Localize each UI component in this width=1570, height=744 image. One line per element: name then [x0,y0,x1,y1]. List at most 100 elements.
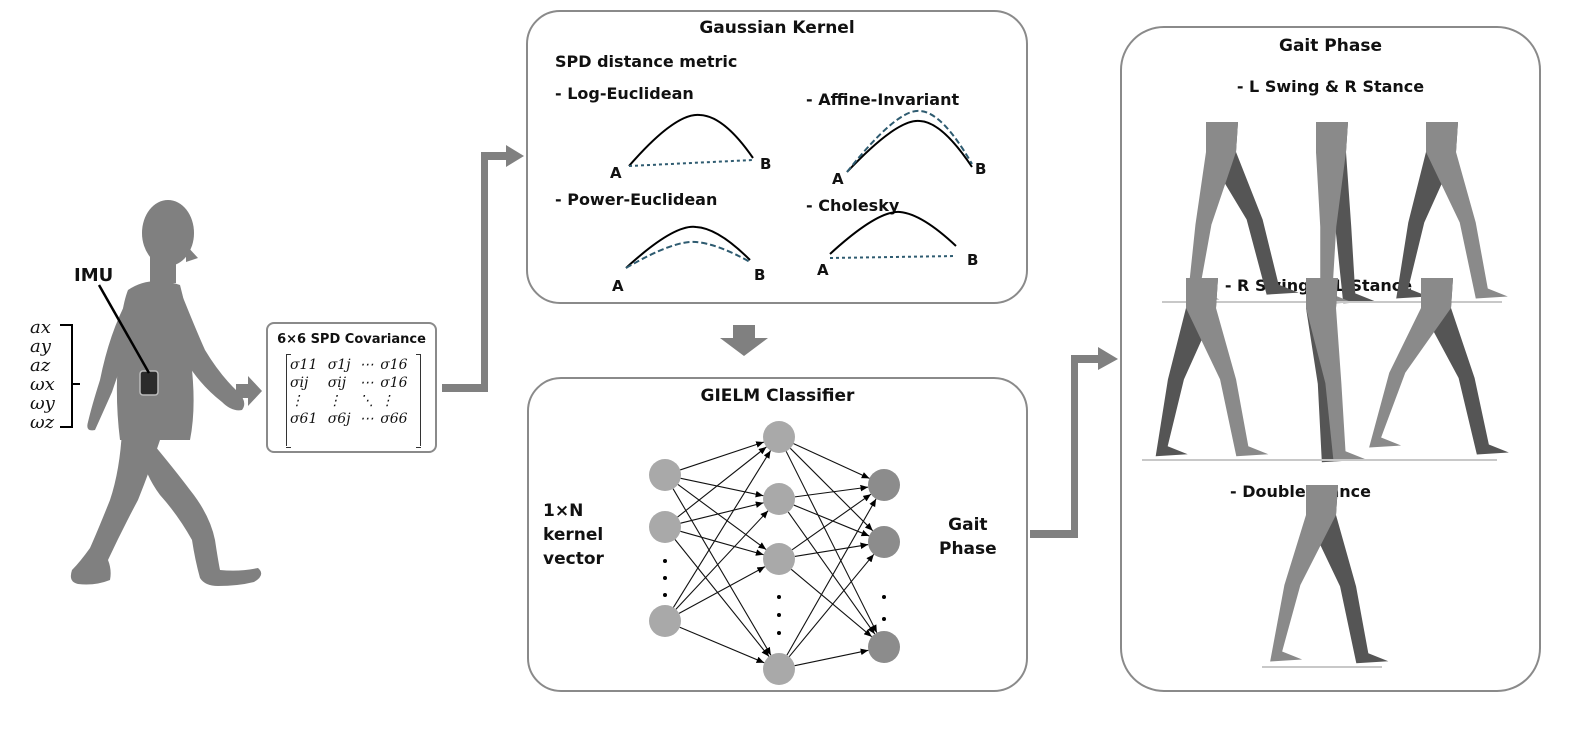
network-edge [790,568,873,638]
metric-log-euclidean: - Log-Euclidean [555,84,694,103]
leg-figure [1382,122,1508,303]
classifier-title: GIELM Classifier [700,386,855,406]
network-edge [793,443,870,479]
covariance-title: 6×6 SPD Covariance [277,332,426,347]
matrix-row: ⋮⋮⋱⋮ [290,393,395,409]
metric-cholesky: - Cholesky [806,196,900,215]
network-edge [787,511,876,635]
metric-power-euclidean: - Power-Euclidean [555,190,718,209]
point-b: B [754,266,766,284]
network-edge [675,510,769,610]
input-node [649,605,681,637]
hidden-node [763,483,795,515]
signal-ax: ax [30,317,51,338]
gait-title: Gait Phase [1279,36,1382,56]
point-a: A [832,170,844,188]
arrow-to-covariance-icon [236,376,262,406]
signal-az: az [30,355,51,376]
imu-signal-list: ax ay az ωx ωy ωz [30,318,55,432]
hidden-node [763,543,795,575]
kernel-subtitle: SPD distance metric [555,52,738,71]
geodesic-curve [846,119,973,173]
leg-figure [1272,122,1392,305]
phase-l-swing-r-stance: - L Swing & R Stance [1236,77,1425,96]
network-edge [680,501,764,524]
network-edge [794,484,869,498]
ellipsis-dot [777,613,781,617]
network-edge [680,477,764,498]
point-a: A [817,261,829,279]
metric-affine-invariant: - Affine-Invariant [806,90,960,109]
distance-line [628,159,754,167]
distance-line [829,255,957,259]
point-a: A [612,277,624,295]
network-edge [677,484,767,550]
network-edge [674,539,770,657]
network-edge [678,566,766,614]
signal-wx: ωx [30,374,55,395]
network-edge [672,488,772,656]
leg-figure [1162,122,1299,303]
imu-sensor-icon [139,370,159,396]
ellipsis-dot [777,631,781,635]
point-b: B [975,160,987,178]
input-vector-label: 1×N kernel vector [543,501,604,569]
arrow-to-kernel-icon [442,145,524,392]
leg-figure [1262,278,1382,463]
signal-ay: ay [30,336,51,357]
arrow-to-classifier-icon [720,325,768,356]
network-edge [794,648,869,667]
kernel-title: Gaussian Kernel [699,18,855,38]
network-edge [677,446,767,518]
gielm-classifier-box: GIELM Classifier 1×N kernel vector Gait … [527,377,1028,692]
network-edge [789,447,874,532]
output-node [868,526,900,558]
ellipsis-dot [882,617,886,621]
leg-figure [1142,278,1269,461]
gait-leg-illustrations [1142,122,1509,668]
network-edge [785,451,878,633]
hidden-node [763,421,795,453]
ellipsis-dot [663,593,667,597]
network-edge [791,493,872,551]
output-node [868,631,900,663]
leg-figure [1262,485,1389,668]
imu-label: IMU [74,265,114,286]
network-edge [786,498,877,656]
network-edge [680,441,764,471]
gait-phase-box: Gait Phase - L Swing & R Stance - R Swin… [1120,26,1541,692]
ellipsis-dot [663,559,667,563]
output-node [868,469,900,501]
point-a: A [610,164,622,182]
gaussian-kernel-box: Gaussian Kernel SPD distance metric - Lo… [526,10,1028,304]
distance-line [625,240,751,269]
network-edge [788,553,875,658]
metric-curves [625,109,973,269]
leg-figure [1369,278,1509,461]
output-label: Gait Phase [939,515,997,559]
network-edge [680,530,764,556]
network-edge [794,542,869,557]
network-edge [679,626,765,664]
network-edge [672,450,772,608]
distance-line [846,109,973,173]
input-node [649,459,681,491]
ellipsis-dot [882,595,886,599]
signal-wz: ωz [30,412,55,433]
geodesic-curve [628,113,754,167]
geodesic-curve [625,225,751,269]
point-b: B [967,251,979,269]
ellipsis-dot [777,595,781,599]
ellipsis-dot [663,576,667,580]
point-b: B [760,155,772,173]
signal-wy: ωy [30,393,55,414]
input-node [649,511,681,543]
hidden-node [763,653,795,685]
neural-network-graph [649,421,900,685]
